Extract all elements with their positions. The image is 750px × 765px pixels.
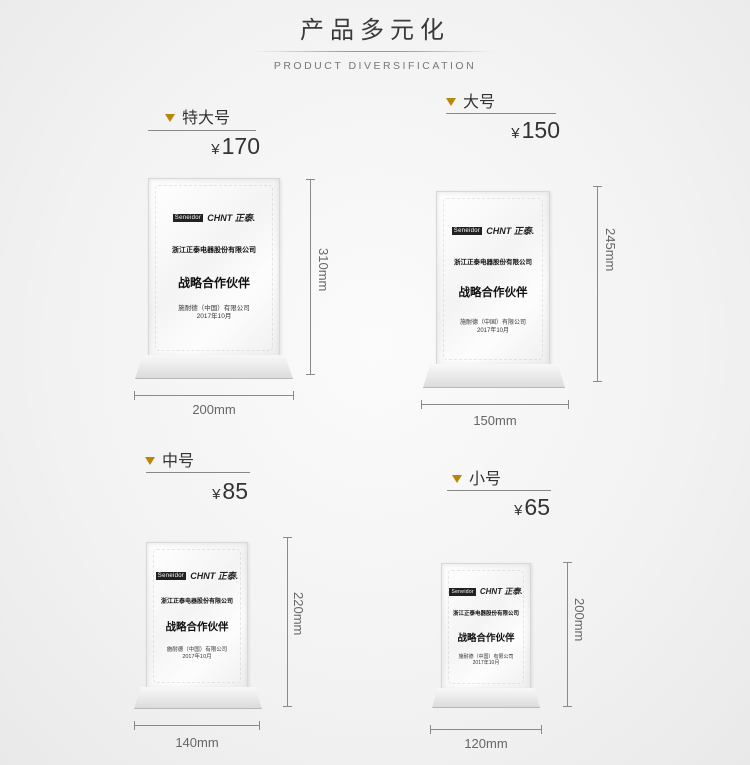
height-dimension: 310mm (316, 248, 331, 292)
height-dimension-line (593, 186, 602, 382)
logo-row: Seneidor CHNT 正泰. (147, 569, 247, 582)
sign-date: 2017年10月 (182, 653, 212, 660)
logo-row: Seneidor CHNT 正泰. (149, 211, 279, 224)
size-name: 中号 (162, 451, 195, 470)
partner-title: 战略合作伙伴 (165, 621, 229, 633)
triangle-marker-icon (452, 474, 462, 483)
size-label: 小号 (452, 465, 501, 489)
sign-company: 施耐德（中国）有限公司 (178, 305, 250, 312)
triangle-marker-icon (145, 456, 155, 465)
plaque-base (423, 364, 565, 388)
label-underline (146, 472, 250, 473)
width-dimension-line (430, 725, 542, 734)
sign-date: 2017年10月 (472, 660, 500, 667)
price-value: 170 (221, 133, 260, 159)
signature-block: 施耐德（中国）有限公司 2017年10月 (149, 305, 279, 321)
width-dimension-line (421, 400, 569, 409)
schneider-logo: Seneidor (451, 226, 483, 235)
company-name: 浙江正泰电器股份有限公司 (452, 611, 519, 617)
yen-symbol: ¥ (211, 141, 220, 158)
height-dimension: 245mm (603, 228, 618, 272)
price: ¥150 (480, 117, 560, 144)
height-dimension-line (563, 562, 572, 707)
partner-title: 战略合作伙伴 (458, 287, 528, 299)
section-header: 产品多元化 PRODUCT DIVERSIFICATION (0, 10, 750, 72)
company-name: 浙江正泰电器股份有限公司 (172, 247, 256, 254)
schneider-logo: Seneidor (172, 213, 204, 222)
chnt-logo: CHNT 正泰. (479, 587, 523, 596)
signature-block: 施耐德（中国）有限公司 2017年10月 (147, 647, 247, 661)
sign-date: 2017年10月 (196, 313, 232, 321)
chnt-logo: CHNT 正泰. (190, 571, 239, 581)
height-dimension: 220mm (291, 592, 306, 636)
size-name: 大号 (463, 92, 496, 111)
plaque-base (134, 687, 262, 709)
price: ¥85 (168, 478, 248, 505)
price-value: 85 (222, 478, 248, 504)
title-divider (255, 51, 495, 52)
height-dimension: 200mm (572, 598, 587, 642)
yen-symbol: ¥ (511, 125, 520, 142)
price-value: 150 (521, 117, 560, 143)
sign-date: 2017年10月 (476, 327, 510, 334)
width-dimension: 150mm (473, 413, 517, 428)
size-label: 特大号 (165, 104, 230, 128)
triangle-marker-icon (446, 97, 456, 106)
width-dimension: 140mm (175, 735, 219, 750)
size-name: 特大号 (182, 108, 231, 127)
plaque-panel: Seneidor CHNT 正泰. 浙江正泰电器股份有限公司 战略合作伙伴 施耐… (436, 191, 550, 367)
schneider-logo: Seneidor (155, 571, 187, 580)
yen-symbol: ¥ (212, 486, 221, 503)
width-dimension-line (134, 391, 294, 400)
schneider-logo: Seneidor (449, 587, 476, 596)
plaque-panel: Seneidor CHNT 正泰. 浙江正泰电器股份有限公司 战略合作伙伴 施耐… (148, 178, 280, 358)
company-name: 浙江正泰电器股份有限公司 (454, 259, 532, 266)
price: ¥170 (180, 133, 260, 160)
chnt-logo: CHNT 正泰. (207, 213, 256, 223)
plaque-base (432, 688, 540, 708)
chnt-logo: CHNT 正泰. (486, 226, 535, 236)
triangle-marker-icon (165, 113, 175, 122)
plaque-panel: Seneidor CHNT 正泰. 浙江正泰电器股份有限公司 战略合作伙伴 施耐… (146, 542, 248, 690)
size-label: 中号 (145, 447, 194, 471)
price: ¥65 (470, 494, 550, 521)
yen-symbol: ¥ (514, 502, 523, 519)
signature-block: 施耐德（中国）有限公司 2017年10月 (437, 320, 549, 335)
section-title: 产品多元化 (300, 16, 450, 44)
signature-block: 施耐德（中国）有限公司 2017年10月 (442, 654, 530, 667)
label-underline (447, 490, 551, 491)
label-underline (446, 113, 556, 114)
company-name: 浙江正泰电器股份有限公司 (160, 599, 233, 605)
partner-title: 战略合作伙伴 (457, 633, 515, 644)
width-dimension: 200mm (192, 402, 236, 417)
width-dimension-line (134, 721, 260, 730)
size-name: 小号 (469, 469, 502, 488)
logo-row: Seneidor CHNT 正泰. (437, 224, 549, 237)
sign-company: 施耐德（中国）有限公司 (458, 654, 514, 660)
label-underline (148, 130, 256, 131)
price-value: 65 (524, 494, 550, 520)
section-subtitle: PRODUCT DIVERSIFICATION (273, 60, 477, 72)
sign-company: 施耐德（中国）有限公司 (166, 647, 228, 653)
size-label: 大号 (446, 88, 495, 112)
plaque-panel: Seneidor CHNT 正泰. 浙江正泰电器股份有限公司 战略合作伙伴 施耐… (441, 563, 531, 691)
sign-company: 施耐德（中国）有限公司 (459, 320, 526, 326)
plaque-base (135, 355, 293, 379)
partner-title: 战略合作伙伴 (177, 276, 250, 290)
height-dimension-line (306, 179, 315, 375)
height-dimension-line (283, 537, 292, 707)
width-dimension: 120mm (464, 736, 508, 751)
logo-row: Seneidor CHNT 正泰. (442, 586, 530, 597)
